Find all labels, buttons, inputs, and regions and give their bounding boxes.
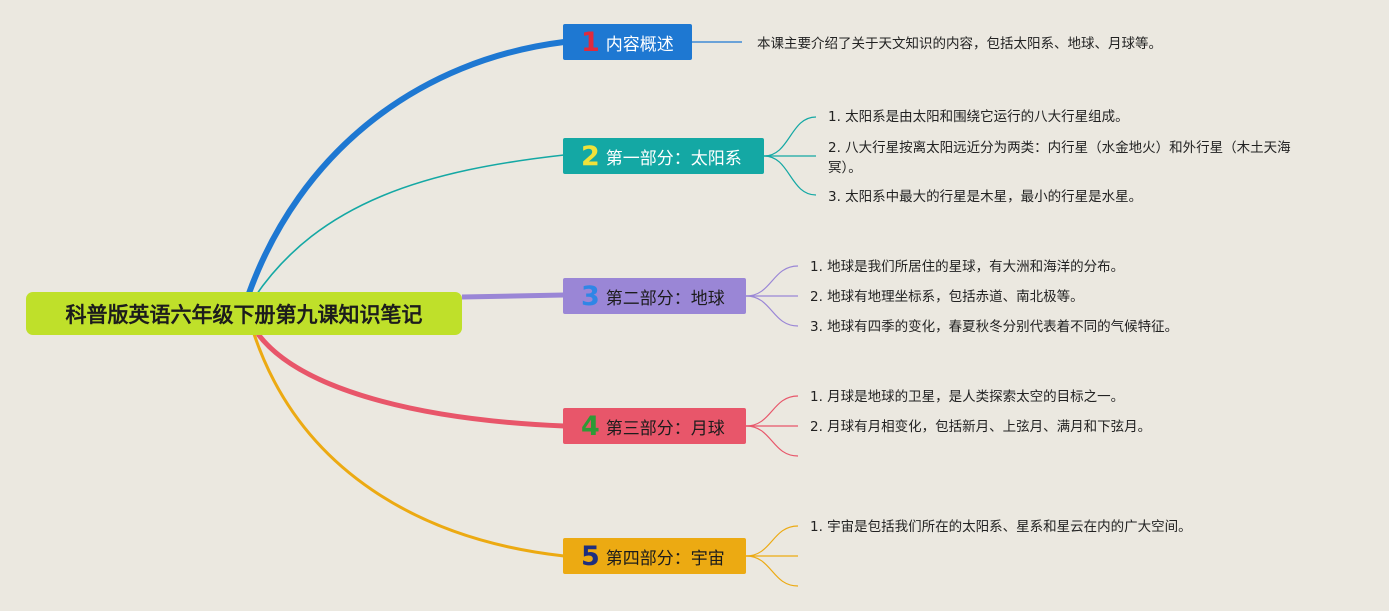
connector-branch-1: [245, 39, 565, 298]
connector-branch-3: [461, 292, 565, 300]
branch-topic-overview[interactable]: 1 内容概述: [563, 24, 692, 60]
branch-label: 第三部分：月球: [605, 418, 725, 439]
branch-number: 2: [581, 140, 600, 172]
connector-branch-4: [256, 332, 565, 429]
leaf-item[interactable]: 3. 太阳系中最大的行星是木星，最小的行星是水星。: [828, 189, 1143, 205]
leaf-item[interactable]: 2. 地球有地理坐标系，包括赤道、南北极等。: [810, 289, 1084, 305]
branch-topic-moon[interactable]: 4 第三部分：月球: [563, 408, 746, 444]
branch-label: 第四部分：宇宙: [605, 548, 725, 569]
branch-label: 第一部分：太阳系: [605, 148, 742, 169]
connector-leaf: [763, 116, 817, 157]
connector-leaf: [745, 295, 799, 327]
leaf-item[interactable]: 1. 宇宙是包括我们所在的太阳系、星系和星云在内的广大空间。: [810, 519, 1192, 535]
branch-topic-solar-system[interactable]: 2 第一部分：太阳系: [563, 138, 764, 174]
branch-topic-earth[interactable]: 3 第二部分：地球: [563, 278, 746, 314]
root-topic[interactable]: 科普版英语六年级下册第九课知识笔记: [26, 292, 462, 335]
branch-label: 内容概述: [605, 34, 674, 55]
connector-leaf: [745, 555, 799, 587]
branch-number: 1: [581, 26, 600, 58]
branch-topic-universe[interactable]: 5 第四部分：宇宙: [563, 538, 746, 574]
branch-number: 5: [581, 540, 600, 572]
branch-number: 3: [581, 280, 600, 312]
connector-branch-2: [253, 154, 565, 299]
leaf-item[interactable]: 本课主要介绍了关于天文知识的内容，包括太阳系、地球、月球等。: [757, 36, 1162, 52]
leaf-item[interactable]: 1. 地球是我们所居住的星球，有大洲和海洋的分布。: [810, 259, 1125, 275]
leaf-item[interactable]: 1. 月球是地球的卫星，是人类探索太空的目标之一。: [810, 389, 1125, 405]
connector-leaf: [745, 265, 799, 297]
leaf-item[interactable]: 2. 月球有月相变化，包括新月、上弦月、满月和下弦月。: [810, 419, 1152, 435]
connector-leaf: [745, 525, 799, 557]
leaf-item[interactable]: 3. 地球有四季的变化，春夏秋冬分别代表着不同的气候特征。: [810, 319, 1179, 335]
connector-leaf: [763, 155, 817, 196]
branch-number: 4: [581, 410, 600, 442]
connector-leaf: [745, 395, 799, 427]
branch-label: 第二部分：地球: [605, 288, 725, 309]
leaf-item[interactable]: 1. 太阳系是由太阳和围绕它运行的八大行星组成。: [828, 109, 1129, 125]
leaf-item[interactable]: 2. 八大行星按离太阳远近分为两类：内行星（水金地火）和外行星（木土天海冥）。: [828, 140, 1291, 176]
connector-leaf: [745, 425, 799, 457]
connector-branch-5: [252, 333, 565, 558]
